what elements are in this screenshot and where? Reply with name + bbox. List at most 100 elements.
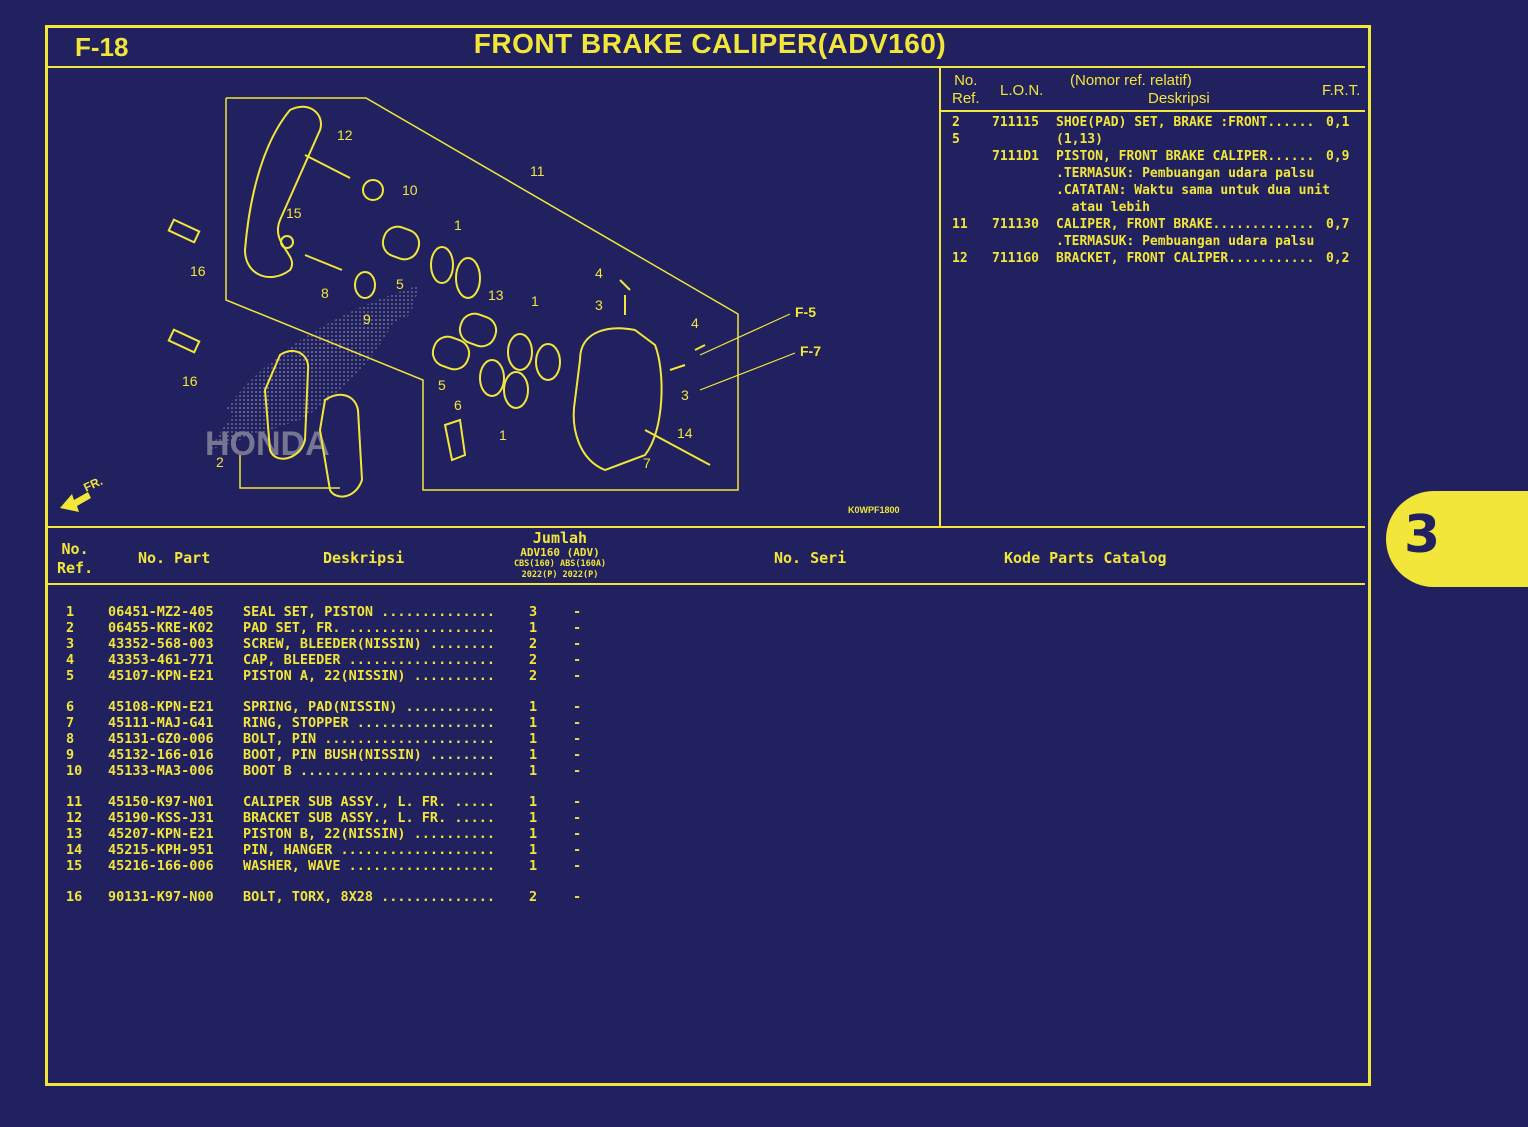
callout-3-right: 3 bbox=[681, 387, 689, 403]
parts-row-desc: PAD SET, FR. .................. bbox=[243, 620, 495, 636]
parts-row-qty-cbs: 1 bbox=[529, 699, 538, 715]
diagram-divider bbox=[939, 67, 941, 527]
parts-row-ref: 15 bbox=[66, 858, 83, 874]
parts-col-part: No. Part bbox=[138, 549, 211, 567]
parts-row-qty-abs: - bbox=[573, 668, 582, 684]
seal-1-d bbox=[535, 343, 561, 381]
piston-5-bottom bbox=[431, 335, 471, 371]
pin-bolt-8 bbox=[304, 254, 343, 271]
parts-row-part: 45131-GZ0-006 bbox=[108, 731, 214, 747]
parts-row-ref: 9 bbox=[66, 747, 75, 763]
brake-pad-left bbox=[263, 350, 310, 460]
parts-row-qty-abs: - bbox=[573, 652, 582, 668]
parts-row-part: 45133-MA3-006 bbox=[108, 763, 214, 779]
parts-row-part: 45132-166-016 bbox=[108, 747, 214, 763]
ref-row-desc: BRACKET, FRONT CALIPER........... bbox=[1056, 251, 1315, 266]
assembly-outline bbox=[225, 97, 739, 491]
callout-11: 11 bbox=[530, 163, 545, 179]
watermark-text: HONDA bbox=[205, 425, 330, 463]
ref-row-desc: PISTON, FRONT BRAKE CALIPER...... bbox=[1056, 149, 1315, 164]
parts-row-part: 90131-K97-N00 bbox=[108, 889, 214, 905]
cap-4-top bbox=[619, 279, 631, 291]
parts-row-part: 45111-MAJ-G41 bbox=[108, 715, 214, 731]
parts-row-part: 45216-166-006 bbox=[108, 858, 214, 874]
piston-5-top bbox=[381, 225, 421, 261]
parts-row-part: 45207-KPN-E21 bbox=[108, 826, 214, 842]
callout-4-top: 4 bbox=[595, 265, 603, 281]
parts-row-qty-abs: - bbox=[573, 810, 582, 826]
parts-row-qty-cbs: 1 bbox=[529, 826, 538, 842]
seal-1-a bbox=[430, 246, 454, 284]
parts-row-part: 45190-KSS-J31 bbox=[108, 810, 214, 826]
washer-15 bbox=[280, 235, 294, 249]
parts-row-part: 06455-KRE-K02 bbox=[108, 620, 214, 636]
ref-row-frt: 0,9 bbox=[1326, 149, 1350, 164]
parts-header-divider bbox=[48, 583, 1365, 585]
ref-col-frt: F.R.T. bbox=[1322, 82, 1361, 99]
callout-1-bottom: 1 bbox=[499, 427, 507, 443]
callout-3-top: 3 bbox=[595, 297, 603, 313]
ref-row-ref: 11 bbox=[952, 217, 968, 232]
piston-13 bbox=[458, 312, 498, 348]
seal-1-f bbox=[503, 371, 529, 409]
parts-row-qty-cbs: 1 bbox=[529, 715, 538, 731]
parts-row-desc: PIN, HANGER ................... bbox=[243, 842, 495, 858]
parts-row-ref: 10 bbox=[66, 763, 83, 779]
ref-row-desc: .TERMASUK: Pembuangan udara palsu bbox=[1056, 234, 1315, 249]
parts-row-part: 43353-461-771 bbox=[108, 652, 214, 668]
callout-6: 6 bbox=[454, 397, 462, 413]
parts-row-qty-cbs: 1 bbox=[529, 731, 538, 747]
parts-row-qty-abs: - bbox=[573, 889, 582, 905]
callout-1-top: 1 bbox=[454, 217, 462, 233]
parts-row-ref: 13 bbox=[66, 826, 83, 842]
parts-row-desc: BOOT, PIN BUSH(NISSIN) ........ bbox=[243, 747, 495, 763]
caliper-body bbox=[572, 327, 663, 472]
parts-row-desc: BOOT B ........................ bbox=[243, 763, 495, 779]
parts-row-qty-cbs: 3 bbox=[529, 604, 538, 620]
parts-row-qty-abs: - bbox=[573, 604, 582, 620]
parts-row-qty-abs: - bbox=[573, 731, 582, 747]
ref-row-frt: 0,7 bbox=[1326, 217, 1350, 232]
pad-bracket-line bbox=[239, 455, 340, 489]
parts-row-desc: SEAL SET, PISTON .............. bbox=[243, 604, 495, 620]
parts-col-no-ref: No. Ref. bbox=[57, 540, 93, 578]
parts-row-qty-cbs: 1 bbox=[529, 810, 538, 826]
parts-row-desc: CAP, BLEEDER .................. bbox=[243, 652, 495, 668]
callout-1-mid: 1 bbox=[531, 293, 539, 309]
diagram-bottom-divider bbox=[48, 526, 1365, 528]
section-tab[interactable]: 3 bbox=[1386, 491, 1528, 587]
ref-row-desc: (1,13) bbox=[1056, 132, 1103, 147]
bleeder-3-right bbox=[669, 364, 686, 371]
parts-row-qty-cbs: 1 bbox=[529, 747, 538, 763]
boot-9 bbox=[354, 271, 376, 299]
pad-spring-6 bbox=[443, 418, 467, 462]
parts-row-ref: 11 bbox=[66, 794, 83, 810]
parts-row-qty-abs: - bbox=[573, 620, 582, 636]
parts-row-part: 45107-KPN-E21 bbox=[108, 668, 214, 684]
ref-row-lon: 711115 bbox=[992, 115, 1039, 130]
parts-row-desc: PISTON A, 22(NISSIN) .......... bbox=[243, 668, 495, 684]
parts-col-qty: Jumlah ADV160 (ADV) CBS(160) ABS(160A) 2… bbox=[500, 530, 620, 581]
parts-col-qty-title: Jumlah bbox=[532, 529, 588, 547]
parts-row-ref: 3 bbox=[66, 636, 75, 652]
parts-row-qty-abs: - bbox=[573, 715, 582, 731]
section-tab-number: 3 bbox=[1404, 505, 1441, 565]
ref-row-lon: 711130 bbox=[992, 217, 1039, 232]
parts-row-ref: 7 bbox=[66, 715, 75, 731]
parts-row-qty-cbs: 2 bbox=[529, 652, 538, 668]
ref-row-desc: .CATATAN: Waktu sama untuk dua unit bbox=[1056, 183, 1330, 198]
parts-row-qty-abs: - bbox=[573, 636, 582, 652]
parts-row-desc: CALIPER SUB ASSY., L. FR. ..... bbox=[243, 794, 495, 810]
parts-row-ref: 8 bbox=[66, 731, 75, 747]
ref-row-ref: 5 bbox=[952, 132, 960, 147]
parts-row-qty-abs: - bbox=[573, 794, 582, 810]
parts-row-qty-abs: - bbox=[573, 763, 582, 779]
parts-row-qty-cbs: 1 bbox=[529, 620, 538, 636]
callout-2: 2 bbox=[216, 454, 224, 470]
parts-row-ref: 5 bbox=[66, 668, 75, 684]
parts-row-qty-abs: - bbox=[573, 842, 582, 858]
parts-row-ref: 1 bbox=[66, 604, 75, 620]
parts-row-desc: SPRING, PAD(NISSIN) ........... bbox=[243, 699, 495, 715]
front-direction-label: FR. bbox=[81, 474, 104, 495]
bolt-16-bottom bbox=[167, 328, 201, 354]
